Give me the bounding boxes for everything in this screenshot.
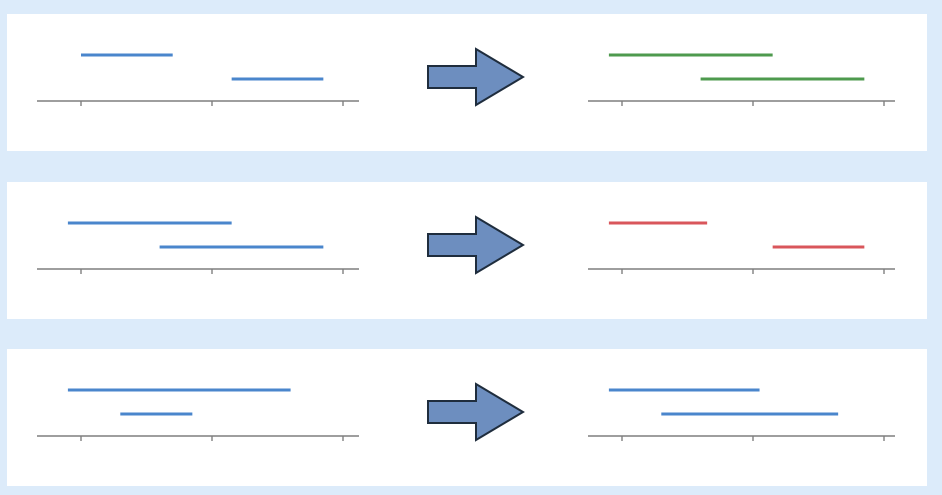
before-plot-row-1 [37, 53, 359, 106]
before-plot-row-2 [37, 221, 359, 274]
after-plot-row-3 [588, 388, 895, 441]
before-plot-row-3 [37, 388, 359, 441]
panel-row-3 [7, 349, 927, 486]
after-plot-row-1 [588, 53, 895, 106]
row-1-svg [37, 47, 895, 107]
panel-row-2 [7, 182, 927, 319]
after-plot-row-2 [588, 221, 895, 274]
panel-row-1 [7, 14, 927, 151]
row-3-svg [37, 382, 895, 442]
row-2-svg [37, 215, 895, 275]
right-arrow-icon [427, 382, 525, 442]
right-arrow-icon [427, 215, 525, 275]
right-arrow-icon [427, 47, 525, 107]
